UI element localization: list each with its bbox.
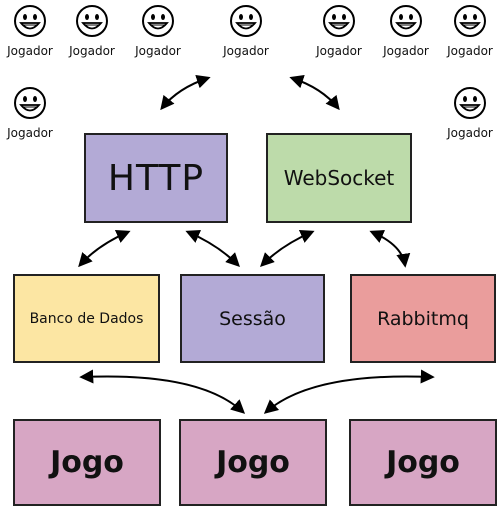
player-label: Jogador xyxy=(383,44,429,58)
player-label: Jogador xyxy=(135,44,181,58)
arrow-http-session xyxy=(185,230,240,267)
player-label: Jogador xyxy=(316,44,362,58)
session-node: Sessão xyxy=(180,274,325,363)
player: Jogador xyxy=(307,4,371,58)
game-node-label: Jogo xyxy=(50,445,124,480)
player: Jogador xyxy=(438,4,500,58)
smiley-face-icon xyxy=(14,5,46,37)
http-node: HTTP xyxy=(84,133,228,223)
player: Jogador xyxy=(60,4,124,58)
player-label: Jogador xyxy=(7,44,53,58)
smiley-face-icon xyxy=(454,5,486,37)
player-label: Jogador xyxy=(223,44,269,58)
http-node-label: HTTP xyxy=(107,157,205,199)
game-node-label: Jogo xyxy=(386,445,460,480)
game-node: Jogo xyxy=(13,419,161,506)
arrow-websocket-rabbitmq xyxy=(369,230,411,268)
game-node: Jogo xyxy=(179,419,327,506)
database-node: Banco de Dados xyxy=(13,274,160,363)
websocket-node-label: WebSocket xyxy=(283,166,395,190)
player-label: Jogador xyxy=(447,126,493,140)
database-node-label: Banco de Dados xyxy=(29,310,144,327)
player-label: Jogador xyxy=(7,126,53,140)
game-node: Jogo xyxy=(349,419,497,506)
smiley-face-icon xyxy=(76,5,108,37)
player: Jogador xyxy=(0,4,62,58)
session-node-label: Sessão xyxy=(219,307,286,330)
player: Jogador xyxy=(0,86,62,140)
rabbitmq-node: Rabbitmq xyxy=(350,274,496,363)
arrow-rabbitmq-game xyxy=(263,369,435,414)
game-node-label: Jogo xyxy=(216,445,290,480)
smiley-face-icon xyxy=(230,5,262,37)
arrow-database-game xyxy=(79,369,246,414)
smiley-face-icon xyxy=(142,5,174,37)
player: Jogador xyxy=(126,4,190,58)
smiley-face-icon xyxy=(390,5,422,37)
rabbitmq-node-label: Rabbitmq xyxy=(377,307,469,330)
arrow-http-database xyxy=(78,230,131,268)
smiley-face-icon xyxy=(454,87,486,119)
smiley-face-icon xyxy=(14,87,46,119)
arrow-players-websocket xyxy=(289,74,340,111)
player: Jogador xyxy=(214,4,278,58)
smiley-face-icon xyxy=(323,5,355,37)
websocket-node: WebSocket xyxy=(266,133,412,223)
player: Jogador xyxy=(438,86,500,140)
player-label: Jogador xyxy=(447,44,493,58)
arrow-websocket-session xyxy=(260,230,315,267)
player-label: Jogador xyxy=(69,44,115,58)
player: Jogador xyxy=(374,4,438,58)
arrow-players-http xyxy=(160,74,211,111)
